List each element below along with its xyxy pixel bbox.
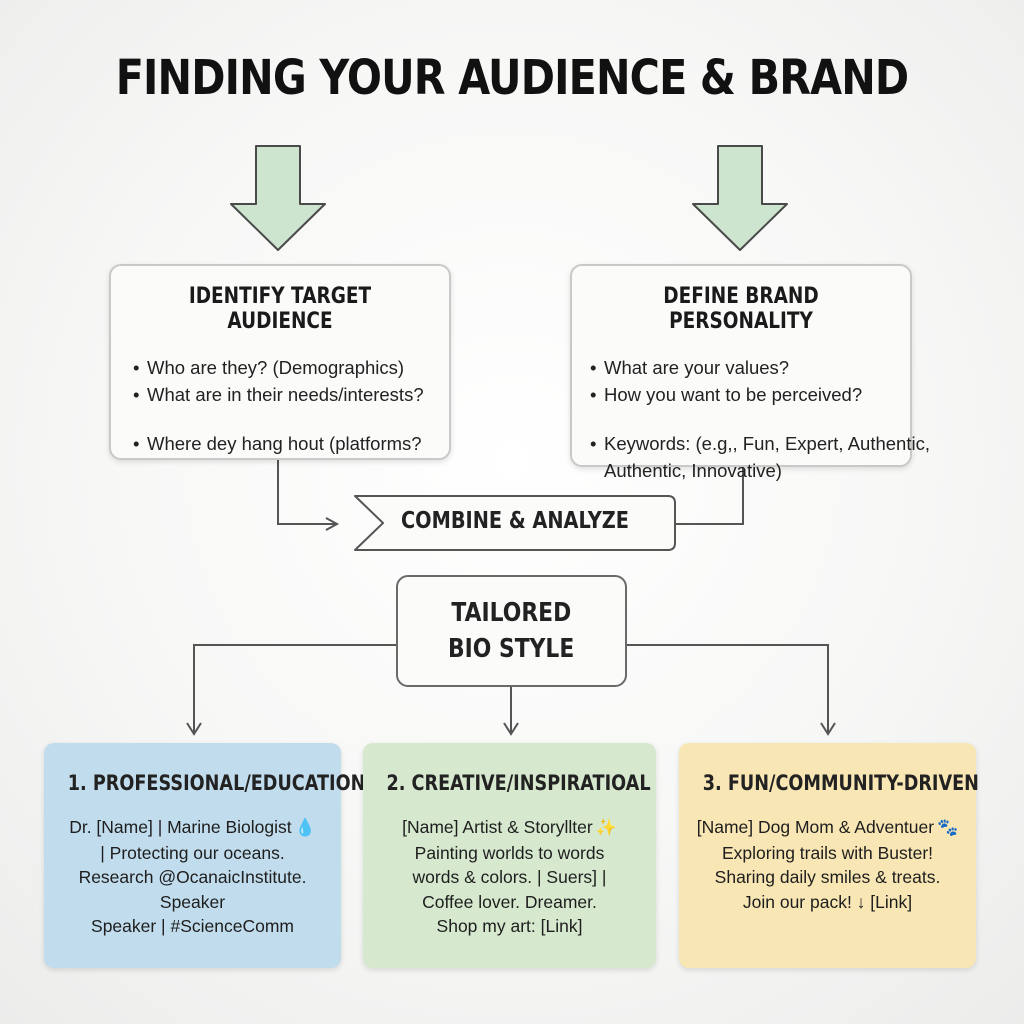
tailored-line-2: BIO STYLE [448, 634, 575, 664]
keywords-line-1: Keywords: (e.g,, Fun, Expert, Authentic, [604, 433, 930, 454]
card-body: Dr. [Name] | Marine Biologist💧 | Protect… [44, 815, 341, 939]
card-line: Research @OcanaicInstitute. [78, 867, 307, 887]
card-fun-community: 3. FUN/COMMUNITY-DRIVEN [Name] Dog Mom &… [679, 743, 979, 968]
arrowhead-down-3-icon [820, 722, 836, 736]
card-line: Exploring trails with Buster! [721, 842, 934, 863]
card-line: Speaker [159, 891, 226, 912]
card-line: Speaker | #ScienceComm [91, 916, 294, 936]
card-line: Painting worlds to words [414, 842, 605, 863]
list-item: How you want to be perceived? [590, 381, 910, 408]
card-heading: 1. PROFESSIONAL/EDUCATIONAL [67, 771, 391, 795]
audience-box: IDENTIFY TARGET AUDIENCE Who are they? (… [109, 264, 451, 460]
sparkles-icon: ✨ [595, 818, 617, 837]
connector-audience-to-combine [277, 460, 336, 525]
card-professional: 1. PROFESSIONAL/EDUCATIONAL Dr. [Name] |… [44, 743, 391, 968]
card-heading: 2. CREATIVE/INSPIRATIOAL [386, 771, 651, 795]
card-line: Join our pack! ↓ [Link] [742, 891, 913, 912]
connector-to-card-3 [627, 644, 829, 733]
list-item: What are in their needs/interests? [133, 381, 449, 408]
arrowhead-down-2-icon [503, 722, 519, 736]
card-body: [Name] Artist & Storyllter✨ Painting wor… [363, 815, 656, 939]
card-line: words & colors. | Suers] | [412, 867, 607, 887]
connector-to-card-1 [193, 644, 396, 733]
audience-bullet-list: Who are they? (Demographics) What are in… [111, 354, 449, 457]
card-line: Sharing daily smiles & treats. [714, 867, 941, 887]
list-item: Who are they? (Demographics) [133, 354, 449, 381]
card-body: [Name] Dog Mom & Adventuer🐾 Exploring tr… [679, 815, 976, 914]
connector-brand-to-combine [676, 466, 744, 525]
list-item: What are your values? [590, 354, 910, 381]
card-line: Dr. [Name] | Marine Biologist💧 [44, 815, 341, 841]
card-line: [Name] Dog Mom & Adventuer🐾 [679, 815, 976, 841]
card-line: Shop my art: [Link] [436, 916, 583, 936]
card-line: Coffee lover. Dreamer. [422, 891, 597, 912]
list-item: Where dey hang hout (platforms? [133, 430, 449, 457]
card-line: [Name] Artist & Storyllter✨ [363, 815, 656, 841]
combine-analyze-label: COMBINE & ANALYZE [400, 508, 629, 534]
keywords-line-2: Authentic, Innovative) [604, 460, 782, 481]
brand-heading: DEFINE BRAND PERSONALITY [663, 284, 819, 334]
down-arrow-left-icon [230, 145, 326, 251]
audience-heading: IDENTIFY TARGET AUDIENCE [188, 284, 372, 334]
diagram-title: FINDING YOUR AUDIENCE & BRAND [115, 50, 909, 106]
water-drop-icon: 💧 [294, 818, 316, 837]
card-line: | Protecting our oceans. [100, 842, 285, 863]
arrowhead-down-1-icon [186, 722, 202, 736]
brand-box: DEFINE BRAND PERSONALITY What are your v… [570, 264, 930, 481]
down-arrow-right-icon [692, 145, 788, 251]
card-creative: 2. CREATIVE/INSPIRATIOAL [Name] Artist &… [363, 743, 656, 968]
combine-banner-shape [354, 495, 676, 551]
list-item: Keywords: (e.g,, Fun, Expert, Authentic,… [590, 430, 930, 484]
tailored-line-1: TAILORED [451, 598, 572, 628]
paw-print-icon: 🐾 [937, 818, 959, 837]
arrowhead-right-icon [325, 517, 340, 531]
card-heading: 3. FUN/COMMUNITY-DRIVEN [702, 771, 979, 795]
brand-bullet-list: What are your values? How you want to be… [572, 354, 930, 484]
tailored-bio-style-box: TAILORED BIO STYLE [396, 575, 627, 687]
